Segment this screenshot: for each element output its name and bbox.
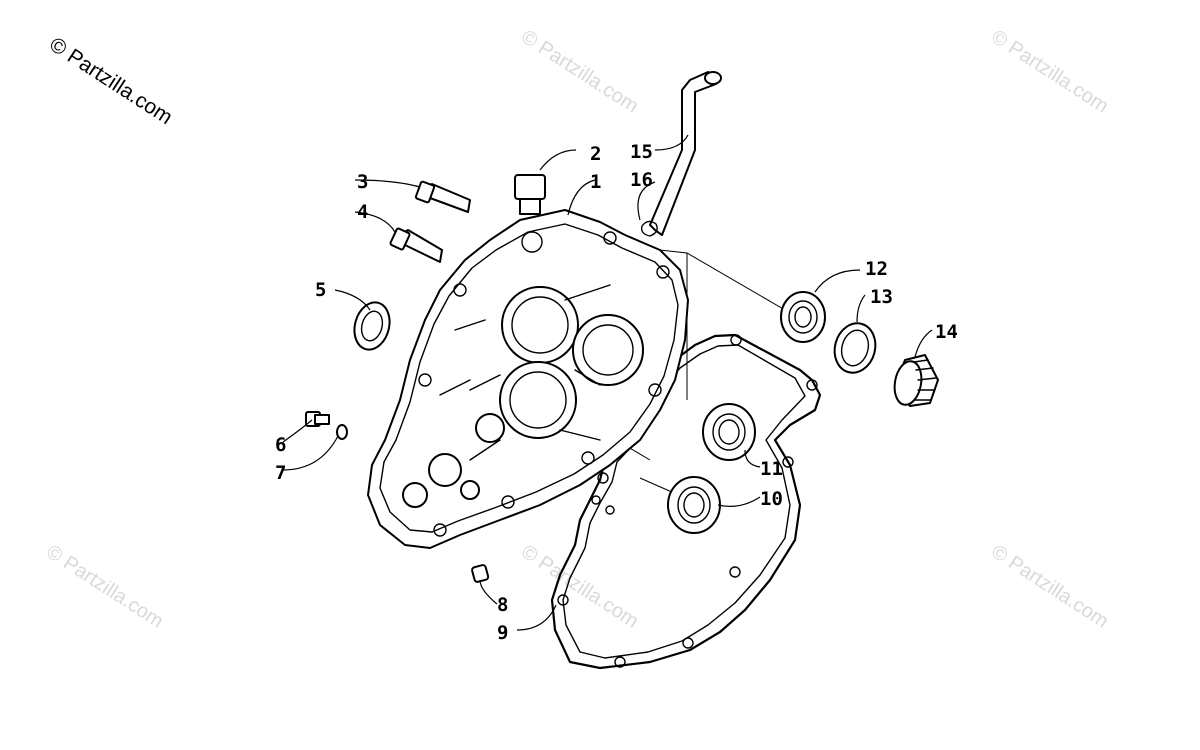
callout-7: 7: [275, 462, 286, 484]
callout-4: 4: [357, 201, 368, 223]
callout-8: 8: [497, 594, 508, 616]
bearing-10: [667, 476, 721, 534]
callout-16: 16: [630, 169, 653, 191]
seal: [353, 301, 391, 351]
callout-5: 5: [315, 279, 326, 301]
callout-15: 15: [630, 141, 653, 163]
callout-1: 1: [590, 171, 601, 193]
hose: [649, 71, 722, 236]
callout-12: 12: [865, 258, 888, 280]
callout-10: 10: [760, 488, 783, 510]
bearing-11: [702, 403, 756, 461]
watermark-bottom-center: © Partzilla.com: [517, 541, 642, 633]
watermark-top-right: © Partzilla.com: [987, 26, 1112, 118]
plug: [514, 174, 546, 215]
crankcase-cover: [367, 209, 689, 549]
bushing: [893, 354, 939, 407]
callout-14: 14: [935, 321, 958, 343]
dowel-pin: [471, 564, 490, 583]
screw: [305, 411, 330, 427]
callout-2: 2: [590, 143, 601, 165]
watermark-top-center: © Partzilla.com: [517, 26, 642, 118]
watermark-bottom-right: © Partzilla.com: [987, 541, 1112, 633]
seal-ring: [833, 322, 877, 374]
callout-9: 9: [497, 622, 508, 644]
watermark-bottom-left: © Partzilla.com: [42, 541, 167, 633]
callout-labels: 1 2 3 4 5 6 7 8 9 10 11 12 13 14 15 16: [275, 141, 958, 644]
callout-11: 11: [760, 458, 783, 480]
callout-3: 3: [357, 171, 368, 193]
callout-6: 6: [275, 434, 286, 456]
watermark-primary: © Partzilla.com: [45, 33, 176, 129]
bearing-12: [780, 291, 826, 343]
callout-13: 13: [870, 286, 893, 308]
clamp: [640, 220, 658, 237]
gasket-holes: [557, 334, 818, 668]
bolt-3: [414, 180, 471, 213]
leader-lines: [282, 134, 933, 631]
bolt-4: [389, 227, 443, 263]
washer: [336, 424, 348, 440]
